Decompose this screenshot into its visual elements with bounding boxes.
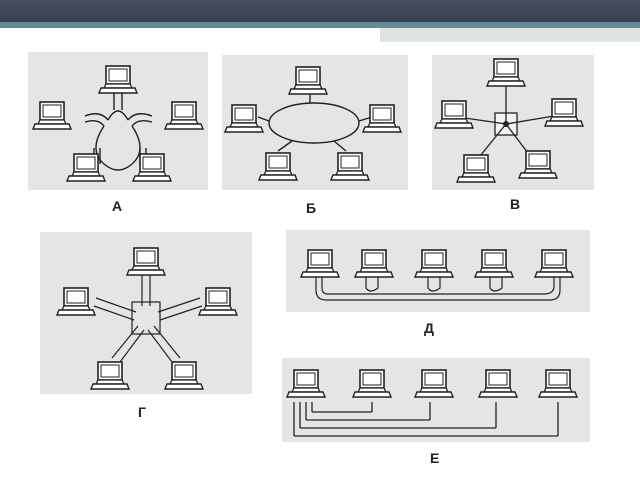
diagram-e-svg	[286, 369, 578, 437]
computer-icon	[224, 104, 264, 133]
computer-icon	[434, 100, 474, 129]
computer-icon	[330, 152, 370, 181]
computer-icon	[126, 247, 166, 276]
diagram-a-label: А	[112, 198, 123, 214]
diagram-g-panel	[40, 232, 252, 394]
computer-icon	[486, 58, 526, 87]
computer-icon	[90, 361, 130, 390]
computer-icon	[164, 101, 204, 130]
diagram-v-panel	[432, 55, 594, 190]
computer-icon	[534, 249, 574, 278]
diagram-e-label: Е	[430, 450, 440, 466]
diagram-e-panel	[282, 358, 590, 442]
computer-icon	[544, 98, 584, 127]
computer-icon	[286, 369, 326, 398]
computer-icon	[258, 152, 298, 181]
diagram-a-svg	[32, 65, 204, 182]
computer-icon	[414, 369, 454, 398]
computer-icon	[56, 287, 96, 316]
computer-icon	[414, 249, 454, 278]
diagram-a-panel	[28, 52, 208, 190]
computer-icon	[32, 101, 72, 130]
header-accent-block	[380, 28, 640, 42]
computer-icon	[352, 369, 392, 398]
diagram-b-panel	[222, 55, 408, 190]
computer-icon	[456, 154, 496, 183]
computer-icon	[474, 249, 514, 278]
computer-icon	[354, 249, 394, 278]
computer-icon	[538, 369, 578, 398]
computer-icon	[198, 287, 238, 316]
diagram-d-svg	[300, 249, 574, 301]
diagram-d-panel	[286, 230, 590, 312]
diagram-g-svg	[56, 247, 238, 390]
computer-icon	[132, 153, 172, 182]
header-bar	[0, 0, 640, 22]
diagram-b-label: Б	[306, 200, 317, 216]
computer-icon	[478, 369, 518, 398]
diagram-v-label: В	[510, 196, 521, 212]
computer-icon	[288, 66, 328, 95]
computer-icon	[518, 150, 558, 179]
computer-icon	[98, 65, 138, 94]
diagram-b-svg	[224, 66, 402, 181]
diagram-g-label: Г	[138, 404, 146, 420]
computer-icon	[164, 361, 204, 390]
computer-icon	[300, 249, 340, 278]
diagram-d-label: Д	[424, 320, 434, 336]
diagram-v-svg	[434, 58, 584, 183]
header-accent-stripe	[0, 22, 640, 28]
